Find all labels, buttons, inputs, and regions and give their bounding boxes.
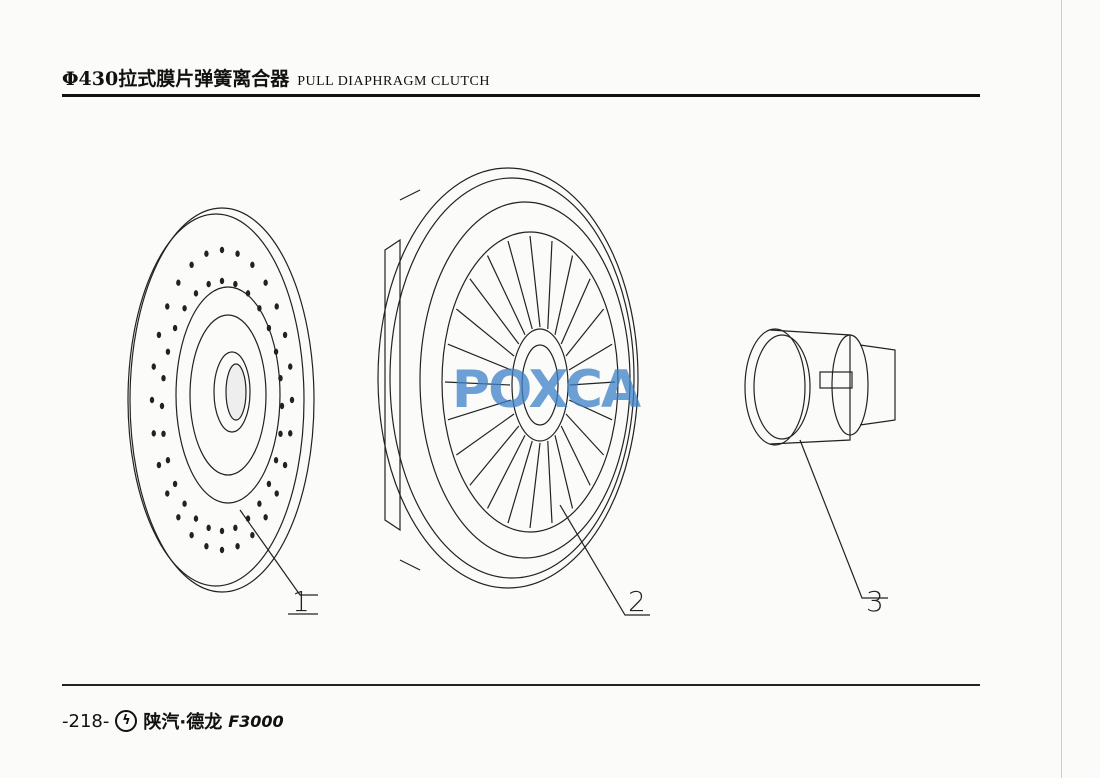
diaphragm-finger [456, 308, 515, 357]
diaphragm-finger [447, 343, 512, 371]
rivet-hole [235, 543, 240, 550]
diaphragm-finger [486, 434, 526, 509]
diaphragm-finger [547, 240, 553, 330]
rivet-hole [266, 480, 272, 488]
rivet-hole [165, 303, 170, 310]
brand-name: 陕汽·德龙 [143, 712, 223, 733]
rivet-hole [263, 514, 268, 521]
callout-2: 2 [628, 585, 646, 618]
rivet-hole [219, 546, 225, 554]
diaphragm-finger [447, 399, 512, 421]
rivet-hole [156, 331, 162, 339]
rivet-hole [193, 290, 199, 297]
diaphragm-finger [568, 343, 613, 371]
rivet-hole [165, 490, 170, 497]
title-en: PULL DIAPHRAGM CLUTCH [297, 74, 490, 89]
diaphragm-finger [554, 255, 574, 335]
rivet-hole [193, 515, 199, 522]
rivet-hole [233, 280, 238, 288]
rivet-hole [257, 305, 262, 312]
rivet-hole [266, 324, 272, 332]
rivet-hole [176, 514, 181, 521]
rivet-hole [156, 461, 162, 469]
diaphragm-finger [444, 381, 511, 386]
clutch-disc [127, 207, 318, 615]
diaphragm-finger [507, 440, 533, 524]
rivet-hole [219, 277, 225, 285]
diaphragm-finger [456, 413, 515, 456]
diaphragm-finger [560, 278, 591, 345]
rivet-hole [165, 457, 171, 464]
callout-3: 3 [866, 585, 884, 618]
rivet-hole [161, 374, 166, 382]
rivet-hole [206, 280, 211, 288]
rivet-hole [233, 524, 238, 532]
rivet-hole [189, 531, 194, 539]
diaphragm-finger [529, 235, 541, 328]
rivet-hole [245, 290, 251, 297]
rivet-hole [172, 480, 178, 488]
rivet-hole [278, 430, 283, 438]
rivet-hole [219, 527, 225, 535]
rivet-hole [151, 430, 156, 437]
brand-logo-icon: ϟ [115, 710, 138, 732]
diaphragm-finger [554, 435, 574, 509]
diaphragm-finger [486, 255, 526, 336]
release-bearing [744, 328, 896, 599]
page-title: Φ430拉式膜片弹簧离合器 PULL DIAPHRAGM CLUTCH [62, 64, 490, 91]
diaphragm-finger [565, 308, 605, 357]
rivet-hole [149, 396, 155, 404]
model-name: F3000 [228, 711, 284, 731]
rivet-hole [250, 261, 255, 269]
rivet-hole [257, 500, 262, 507]
rivet-hole [189, 261, 194, 269]
rivet-hole [274, 490, 279, 497]
header-rule [62, 94, 980, 97]
rivet-hole [182, 305, 187, 312]
footer: -218- ϟ 陕汽·德龙 F3000 [62, 708, 284, 734]
rivet-hole [288, 363, 293, 370]
rivet-hole [279, 402, 285, 410]
footer-rule [62, 684, 980, 686]
rivet-hole [250, 531, 255, 539]
rivet-hole [235, 250, 240, 257]
page-edge [1061, 0, 1062, 778]
rivet-hole [282, 331, 288, 339]
rivet-hole [278, 374, 283, 382]
rivet-hole [263, 279, 268, 286]
rivet-hole [204, 250, 209, 257]
rivet-hole [219, 246, 225, 254]
pressure-plate [377, 167, 650, 616]
diaphragm-finger [569, 381, 616, 386]
rivet-hole [165, 348, 171, 355]
diaphragm-finger [507, 240, 533, 330]
page-number: -218- [62, 710, 110, 732]
rivet-hole [206, 524, 211, 532]
diaphragm-finger [560, 425, 591, 486]
diaphragm-finger [529, 442, 541, 529]
rivet-hole [274, 303, 279, 310]
diaphragm-finger [469, 425, 520, 486]
watermark: POXCA [452, 360, 641, 420]
rivet-hole [288, 430, 293, 437]
diaphragm-finger [565, 413, 605, 456]
diaphragm-finger [568, 399, 613, 421]
rivet-hole [151, 363, 156, 370]
rivet-hole [204, 543, 209, 550]
diaphragm-finger [469, 278, 520, 345]
diaphragm-finger [547, 440, 553, 524]
callout-1: 1 [292, 585, 310, 618]
rivet-hole [289, 396, 295, 404]
rivet-hole [176, 279, 181, 286]
rivet-hole [282, 461, 288, 469]
rivet-hole [159, 402, 165, 410]
title-cn: Φ430拉式膜片弹簧离合器 [62, 68, 290, 90]
rivet-hole [172, 324, 178, 332]
rivet-hole [182, 500, 187, 507]
rivet-hole [273, 348, 279, 355]
rivet-hole [161, 430, 166, 438]
rivet-hole [273, 457, 279, 464]
